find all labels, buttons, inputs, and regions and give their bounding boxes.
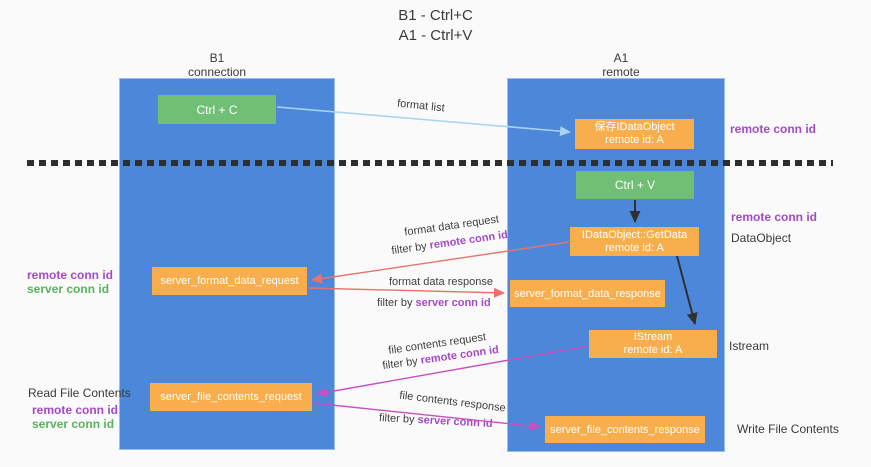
annotation-left-remote-conn-id-2: remote conn id — [32, 403, 119, 417]
node-ctrl-c-label: Ctrl + C — [196, 102, 238, 117]
annotation-left-server-conn-id-2: server conn id — [32, 417, 115, 431]
node-getdata-line2: remote id: A — [605, 241, 664, 254]
node-saved-idataobject-line1: 保存IDataObject — [594, 121, 675, 133]
right-column-name: A1 — [613, 51, 629, 65]
diagram-title: B1 - Ctrl+C A1 - Ctrl+V — [0, 6, 871, 46]
node-server-file-contents-request-label: server_file_contents_request — [160, 391, 302, 403]
node-idataobject-getdata: IDataObject::GetData remote id: A — [570, 227, 699, 256]
left-column-role: connection — [187, 65, 247, 79]
node-server-file-contents-response-label: server_file_contents_response — [550, 423, 700, 436]
node-ctrl-v-label: Ctrl + V — [614, 178, 656, 192]
annotation-left-server-conn-id-1: server conn id — [27, 282, 110, 296]
node-server-format-data-request-label: server_format_data_request — [160, 275, 299, 287]
node-istream: IStream remote id: A — [589, 330, 717, 358]
annotation-remote-conn-id-mid: remote conn id — [731, 210, 818, 224]
annotation-remote-conn-id-top: remote conn id — [730, 122, 817, 136]
right-column-header: A1 remote — [521, 51, 721, 79]
annotation-dataobject: DataObject — [731, 231, 792, 245]
title-line-2: A1 - Ctrl+V — [398, 27, 473, 44]
node-ctrl-c: Ctrl + C — [158, 95, 276, 124]
label-file-contents-response: file contents response — [398, 389, 507, 415]
annotation-write-file-contents: Write File Contents — [737, 422, 839, 436]
filter-by-text: filter by — [377, 297, 416, 309]
filter-by-text: filter by — [390, 239, 431, 258]
label-format-list: format list — [396, 97, 446, 115]
node-istream-line2: remote id: A — [623, 344, 683, 356]
node-getdata-line1: IDataObject::GetData — [581, 228, 688, 241]
title-line-1: B1 - Ctrl+C — [398, 7, 473, 24]
annotation-left-remote-conn-id-1: remote conn id — [27, 268, 114, 282]
label-format-data-response: format data response — [389, 276, 493, 288]
node-server-format-data-response-label: server_format_data_response — [514, 287, 661, 300]
node-saved-idataobject-line2: remote id: A — [605, 134, 664, 146]
node-istream-line1: IStream — [633, 331, 673, 343]
label-filter-by-server-conn-id-1: filter by server conn id — [377, 297, 491, 309]
node-ctrl-v: Ctrl + V — [576, 171, 694, 199]
left-column-name: B1 — [209, 51, 225, 65]
server-conn-id-text: server conn id — [415, 297, 491, 309]
server-conn-id-text: server conn id — [417, 414, 493, 430]
annotation-istream: Istream — [729, 339, 770, 353]
node-server-file-contents-request: server_file_contents_request — [150, 383, 312, 411]
node-server-format-data-response: server_format_data_response — [510, 280, 665, 307]
right-column-role: remote — [602, 65, 640, 79]
filter-by-text: filter by — [378, 412, 418, 427]
annotation-read-file-contents: Read File Contents — [28, 386, 131, 400]
node-server-format-data-request: server_format_data_request — [152, 267, 307, 295]
left-column-header: B1 connection — [117, 51, 317, 79]
node-server-file-contents-response: server_file_contents_response — [545, 416, 705, 443]
arrow-format-data-response — [307, 287, 505, 298]
label-filter-by-server-conn-id-2: filter by server conn id — [379, 412, 493, 430]
node-saved-idataobject: 保存IDataObject remote id: A — [575, 119, 694, 149]
filter-by-text: filter by — [381, 354, 422, 373]
